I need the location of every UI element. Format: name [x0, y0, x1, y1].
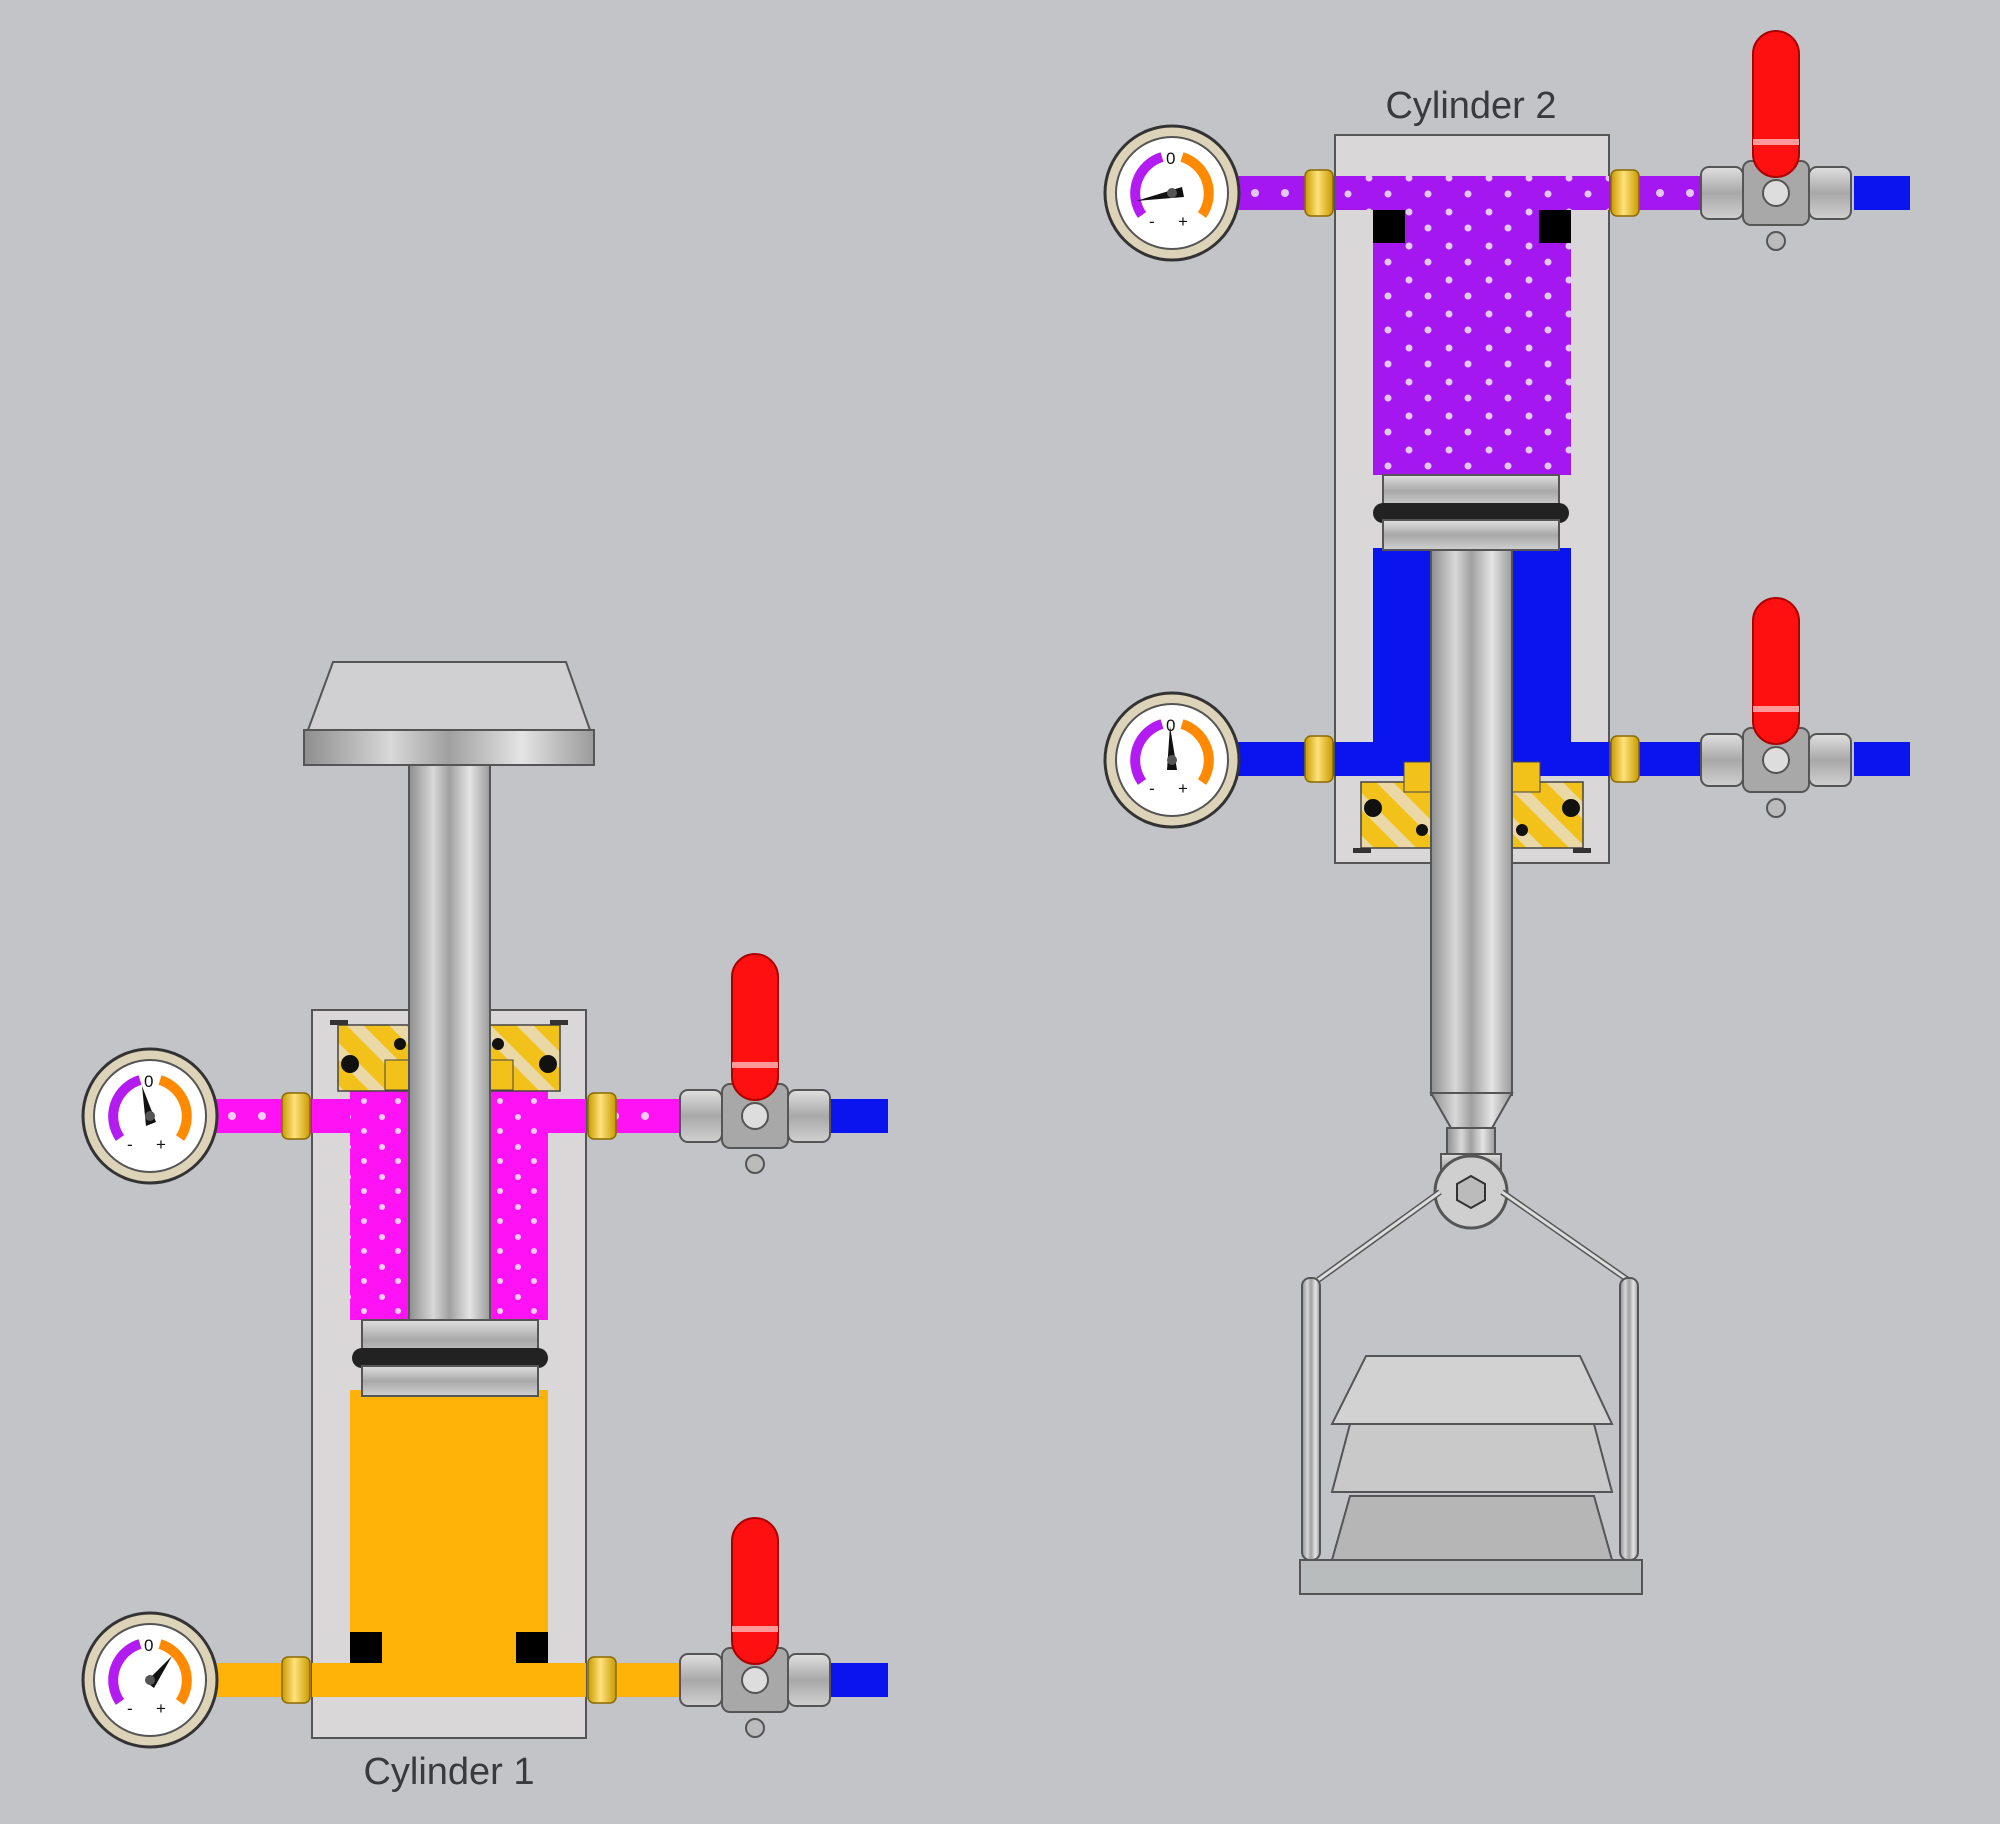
gauge-zero-label: 0	[144, 1072, 153, 1091]
c1-fitting-right-lower	[587, 1656, 617, 1704]
c1-upper-ball-valve[interactable]	[679, 953, 831, 1174]
c2-fitting-right-upper	[1610, 169, 1640, 217]
valve-handle[interactable]	[1752, 30, 1800, 178]
c1-load-plate	[303, 661, 595, 766]
c1-cap-chamber	[312, 1390, 586, 1697]
c2-fitting-left-upper	[1304, 169, 1334, 217]
gauge-zero-label: 0	[144, 1636, 153, 1655]
cylinder-2-label: Cylinder 2	[1385, 85, 1556, 127]
c2-piston	[1373, 474, 1569, 551]
gauge-plus-label: +	[156, 1135, 166, 1154]
gauge-minus-label: -	[1149, 779, 1155, 798]
c1-fitting-left-lower	[281, 1656, 311, 1704]
gauge-plus-label: +	[1178, 212, 1188, 231]
cylinder-2: 0 - + 0 - +	[1103, 30, 1910, 1595]
gauge-minus-label: -	[127, 1699, 133, 1718]
c1-lower-pressure-gauge: 0 - +	[81, 1611, 219, 1749]
gauge-plus-label: +	[1178, 779, 1188, 798]
c1-upper-pressure-gauge: 0 - +	[81, 1047, 219, 1185]
c2-supply-line-lower	[1854, 742, 1910, 776]
c2-lower-pressure-gauge: 0 - +	[1103, 691, 1241, 829]
c1-piston	[352, 1319, 548, 1397]
valve-handle[interactable]	[731, 1517, 779, 1665]
c2-piston-rod	[1430, 539, 1513, 1096]
valve-handle[interactable]	[1752, 597, 1800, 745]
c2-fitting-right-lower	[1610, 735, 1640, 783]
c2-upper-pressure-gauge: 0 - +	[1103, 124, 1241, 262]
c2-load-tray	[1299, 1189, 1643, 1595]
gauge-zero-label: 0	[1166, 716, 1175, 735]
valve-handle[interactable]	[731, 953, 779, 1101]
c1-piston-rod	[408, 764, 491, 1326]
gauge-plus-label: +	[156, 1699, 166, 1718]
c2-upper-ball-valve[interactable]	[1700, 30, 1852, 251]
c1-fitting-left-upper	[281, 1092, 311, 1140]
c2-fitting-left-lower	[1304, 735, 1334, 783]
gauge-zero-label: 0	[1166, 149, 1175, 168]
c1-lower-ball-valve[interactable]	[679, 1517, 831, 1738]
gauge-minus-label: -	[1149, 212, 1155, 231]
c2-supply-line-upper	[1854, 176, 1910, 210]
c2-cap-chamber	[1335, 176, 1609, 475]
gauge-minus-label: -	[127, 1135, 133, 1154]
c2-lower-ball-valve[interactable]	[1700, 597, 1852, 818]
cylinder-1: 0 - + 0 - +	[81, 661, 888, 1793]
cylinder-1-label: Cylinder 1	[363, 1751, 534, 1793]
c1-fitting-right-upper	[587, 1092, 617, 1140]
c2-rod-clevis	[1429, 1092, 1514, 1230]
